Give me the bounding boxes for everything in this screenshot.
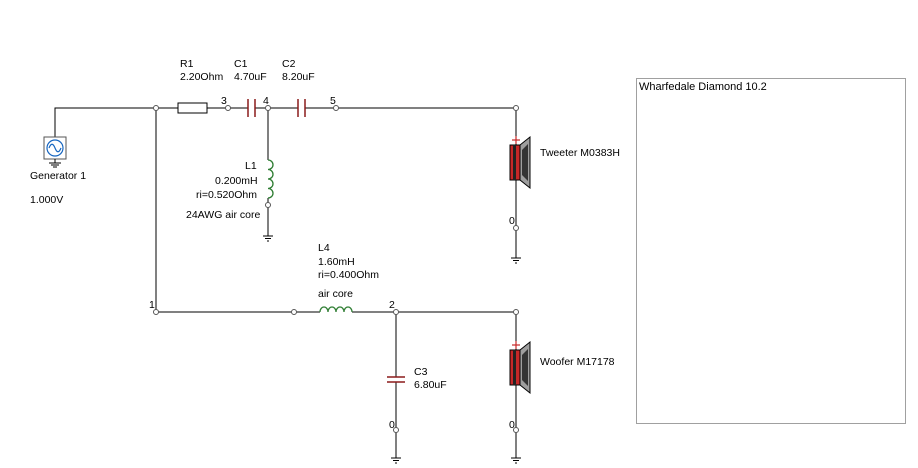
c1-name: C1 (234, 58, 248, 70)
l1-name: L1 (245, 160, 257, 172)
node-label-2: 2 (389, 299, 395, 311)
c2-name: C2 (282, 58, 296, 70)
l1-ri: ri=0.520Ohm (196, 189, 257, 201)
junction-pins (153, 105, 519, 433)
tweeter-label: Tweeter M0383H (540, 147, 620, 159)
inductor-l1[interactable] (267, 159, 274, 199)
node-label-0-c3: 0 (389, 419, 395, 431)
l1-note: 24AWG air core (186, 209, 261, 221)
ground-icon (263, 235, 273, 242)
woofer-speaker-icon[interactable] (509, 340, 531, 395)
capacitor-c3[interactable] (387, 376, 405, 383)
node-label-1: 1 (149, 299, 155, 311)
resistor-r1[interactable] (177, 102, 208, 114)
r1-name: R1 (180, 58, 194, 70)
ground-icon (511, 257, 521, 264)
capacitor-c1[interactable] (247, 99, 256, 117)
c3-name: C3 (414, 366, 428, 378)
woofer-label: Woofer M17178 (540, 356, 615, 368)
generator-name: Generator 1 (30, 170, 87, 182)
notes-panel[interactable]: Wharfedale Diamond 10.2 (636, 78, 906, 424)
l1-value: 0.200mH (215, 175, 258, 187)
ground-icon (511, 457, 521, 464)
l4-ri: ri=0.400Ohm (318, 269, 379, 281)
wires (54, 107, 517, 458)
l4-value: 1.60mH (318, 256, 355, 268)
node-label-4: 4 (263, 95, 269, 107)
node-label-5: 5 (330, 95, 336, 107)
node-label-0-tweeter: 0 (509, 215, 515, 227)
generator-voltage: 1.000V (30, 194, 64, 206)
ground-icon (391, 457, 401, 464)
generator-icon[interactable] (43, 136, 67, 168)
c1-value: 4.70uF (234, 71, 267, 83)
notes-panel-title: Wharfedale Diamond 10.2 (639, 81, 767, 93)
l4-note: air core (318, 288, 354, 300)
r1-value: 2.20Ohm (180, 71, 224, 83)
capacitor-c2[interactable] (297, 99, 306, 117)
node-label-0-woofer: 0 (509, 419, 515, 431)
node-label-3: 3 (221, 95, 227, 107)
l4-name: L4 (318, 242, 330, 254)
tweeter-speaker-icon[interactable] (509, 135, 531, 190)
inductor-l4[interactable] (319, 306, 353, 313)
c2-value: 8.20uF (282, 71, 315, 83)
c3-value: 6.80uF (414, 379, 447, 391)
